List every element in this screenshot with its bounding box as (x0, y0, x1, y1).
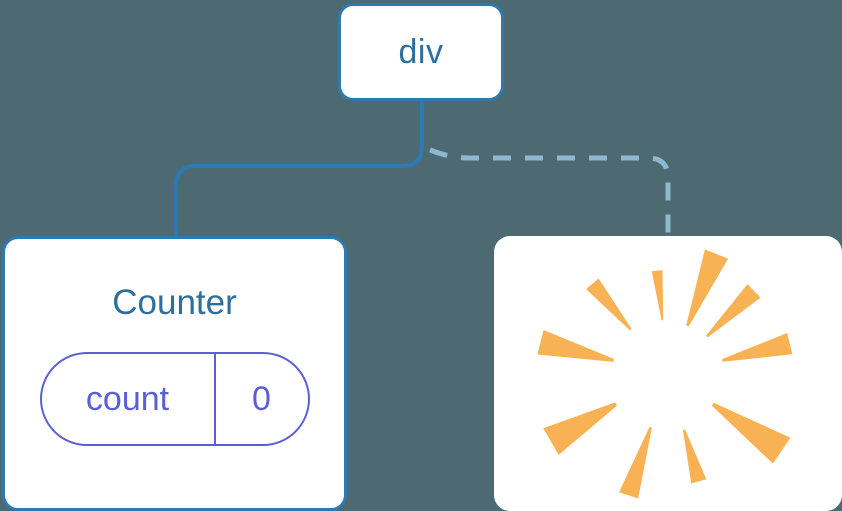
burst-ray-6 (682, 428, 707, 484)
burst-icon (537, 248, 793, 498)
edge-div-to-burst (429, 147, 671, 238)
burst-ray-1 (651, 269, 664, 320)
burst-ray-9 (706, 283, 761, 337)
burst-ray-3 (537, 329, 615, 362)
node-counter-label: Counter (112, 283, 237, 322)
edge-div-to-counter (174, 99, 424, 240)
state-value-label: 0 (213, 354, 308, 444)
node-counter[interactable]: Counter count 0 (2, 236, 347, 511)
burst-ray-0 (686, 248, 729, 326)
node-burst[interactable] (494, 236, 842, 511)
state-key-label: count (85, 380, 170, 418)
burst-ray-7 (711, 402, 791, 464)
node-div-label: div (398, 33, 444, 71)
state-pill[interactable]: count 0 (39, 352, 310, 446)
burst-ray-2 (586, 278, 632, 330)
node-div[interactable]: div (338, 3, 504, 101)
burst-ray-8 (721, 332, 793, 362)
burst-ray-4 (543, 401, 618, 455)
burst-ray-5 (619, 426, 652, 498)
